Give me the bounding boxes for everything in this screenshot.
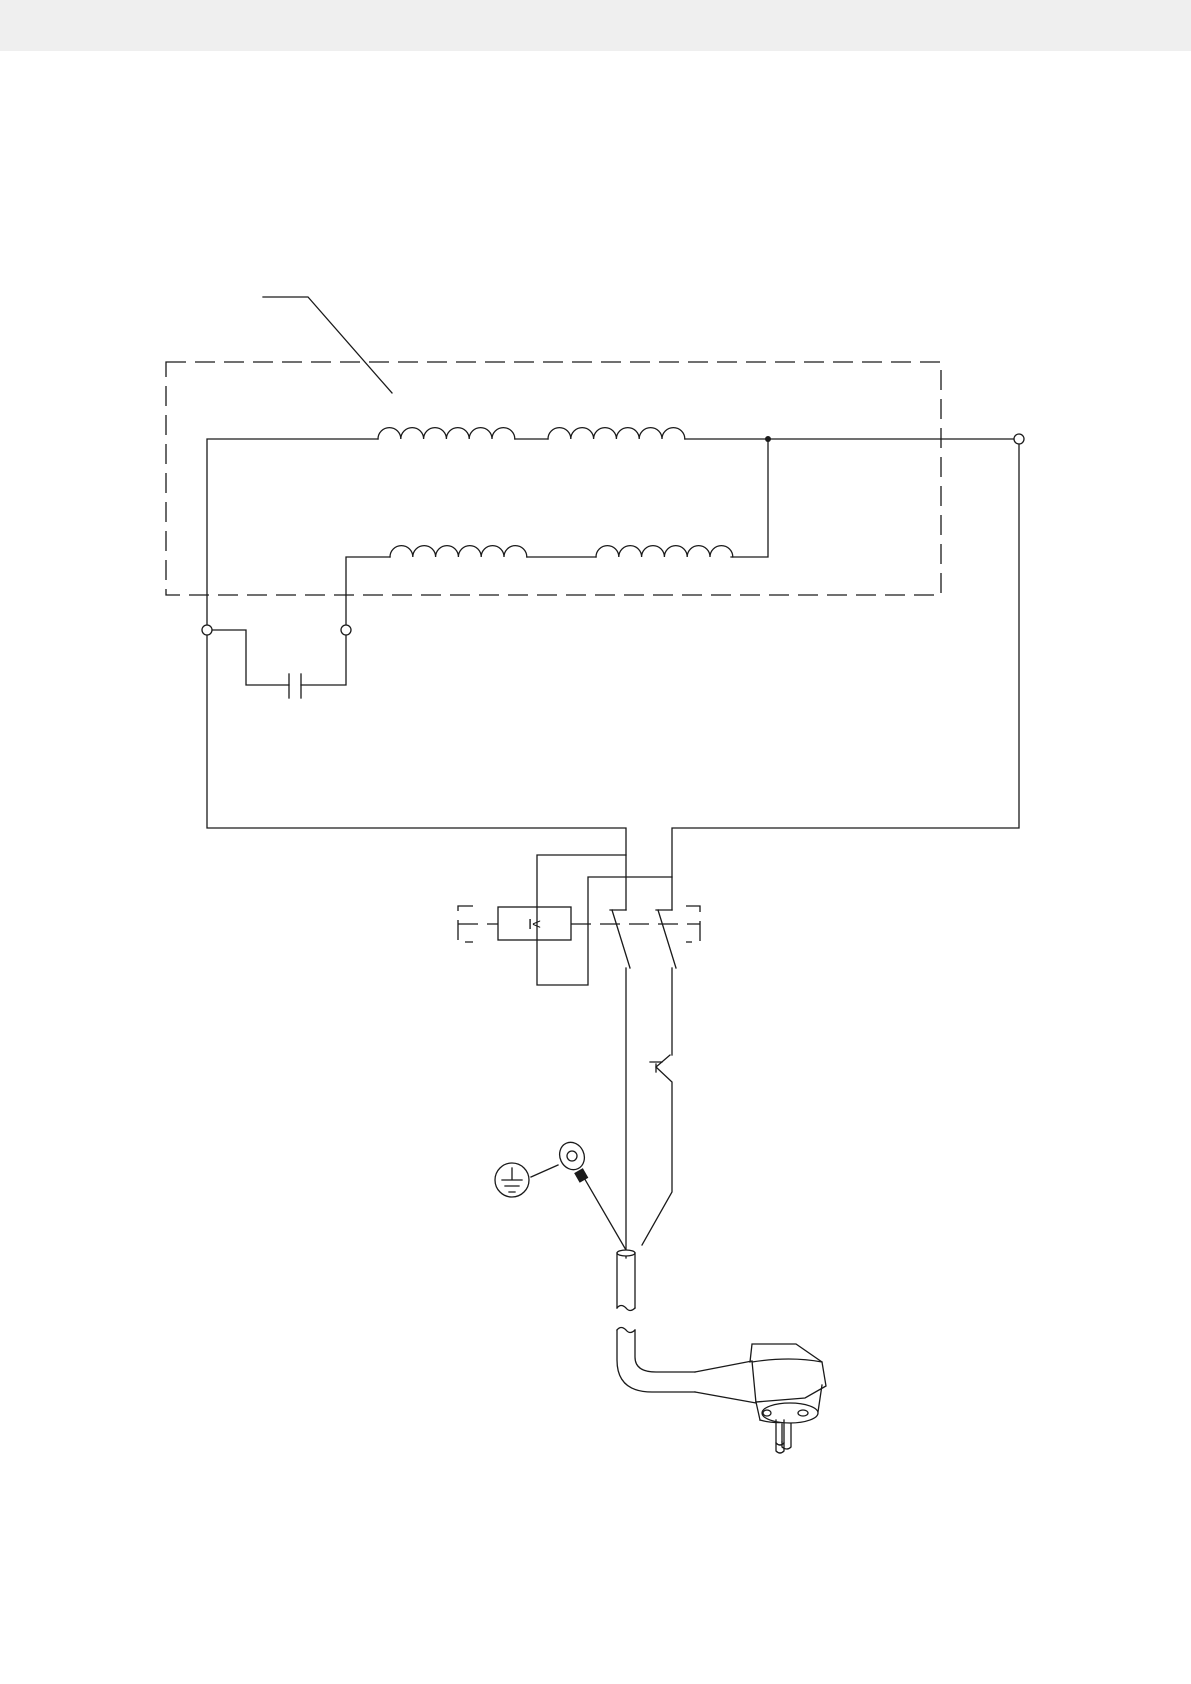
schuko-plug-icon xyxy=(695,1344,826,1453)
terminal-start-winding xyxy=(341,625,351,635)
capacitor xyxy=(207,630,346,698)
mains-cable xyxy=(617,1250,695,1392)
earth-lead xyxy=(531,1138,626,1250)
wire-left-to-switch xyxy=(207,630,626,910)
run-winding xyxy=(207,428,1019,630)
terminal-left xyxy=(202,625,212,635)
main-switch xyxy=(610,910,676,1258)
motor-enclosure xyxy=(166,362,941,595)
protection-symbol-label: I< xyxy=(528,916,541,933)
protective-earth-icon xyxy=(495,1163,529,1197)
protection-module: I< xyxy=(498,855,672,985)
wire-right-to-switch xyxy=(672,439,1019,910)
push-button xyxy=(642,1055,672,1245)
main-switch-enclosure xyxy=(458,906,700,942)
terminal-supply-right xyxy=(1014,434,1024,444)
motor-callout-leader xyxy=(263,297,392,393)
start-winding xyxy=(346,439,768,630)
